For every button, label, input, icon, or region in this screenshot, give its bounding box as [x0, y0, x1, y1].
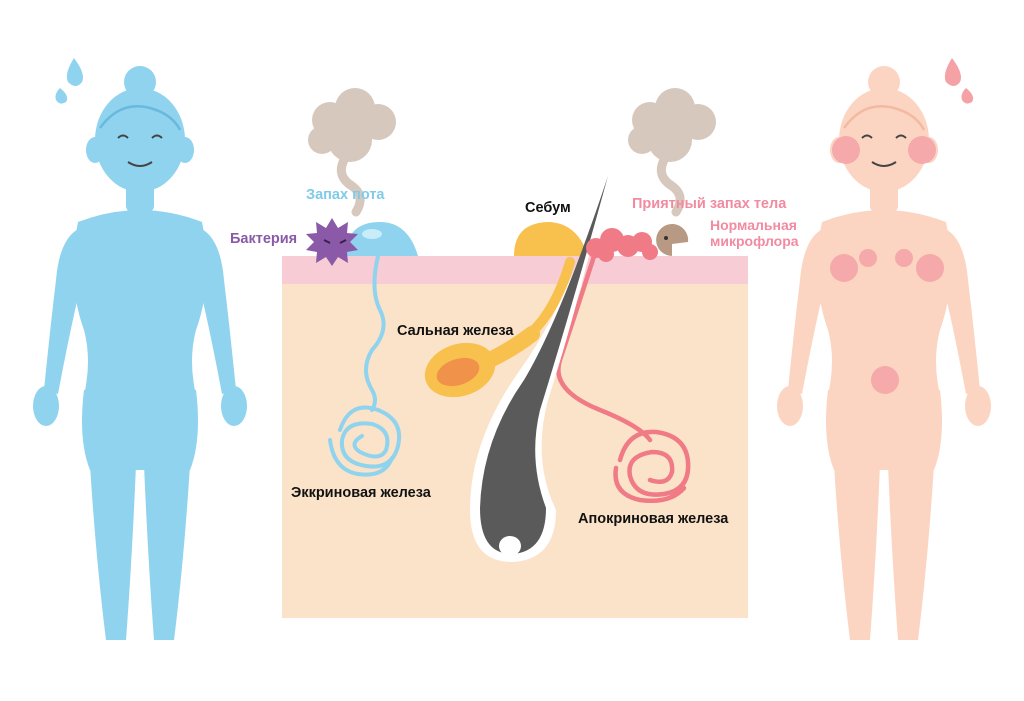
label-sebum: Себум — [525, 200, 571, 216]
label-apocrine-gland: Апокриновая железа — [578, 511, 729, 527]
sweat-droplet — [346, 222, 418, 256]
sebum-blob — [514, 222, 588, 256]
smell-cloud-icon — [628, 88, 716, 217]
microflora-cluster — [586, 228, 658, 262]
sweat-drop-icon — [55, 58, 83, 104]
sweat-drop-icon — [944, 58, 974, 104]
label-bacteria: Бактерия — [230, 231, 298, 247]
left-figure-sweaty — [33, 58, 247, 640]
label-sebaceous-gland: Сальная железа — [397, 323, 514, 339]
microbe-icon — [656, 224, 689, 256]
bacteria-icon — [306, 218, 358, 266]
label-pleasant-body-smell: Приятный запах тела — [632, 196, 787, 212]
label-normal-microflora: Нормальная микрофлора — [710, 217, 799, 250]
label-sweat-smell: Запах пота — [306, 187, 385, 203]
right-figure-pleasant — [777, 58, 991, 640]
eccrine-gland — [328, 254, 401, 477]
apocrine-gland — [556, 247, 691, 503]
label-eccrine-gland: Эккриновая железа — [291, 485, 431, 501]
sebaceous-gland — [424, 257, 575, 398]
hair-follicle-icon — [470, 176, 608, 562]
smell-cloud-icon — [308, 88, 396, 217]
